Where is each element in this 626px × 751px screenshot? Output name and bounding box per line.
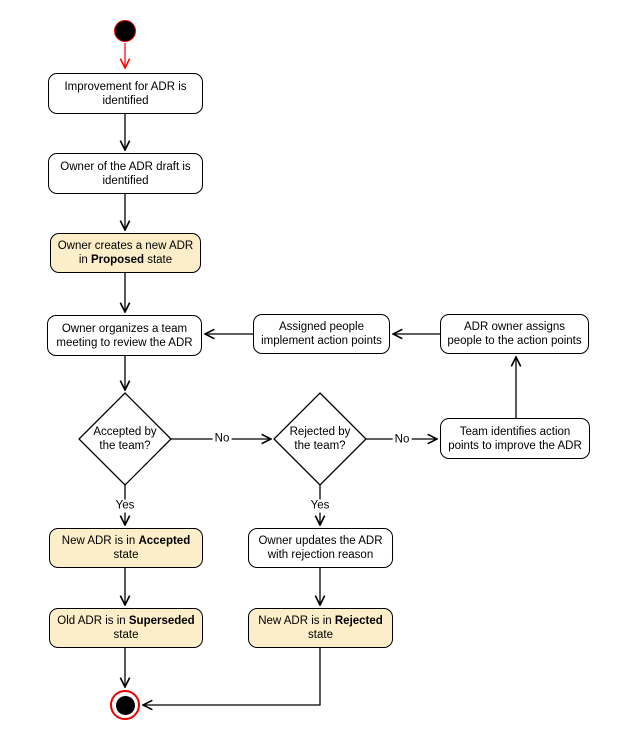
activity-owner-updates-adr: Owner updates the ADR with rejection rea… xyxy=(248,528,393,568)
edge-label-rejected-yes: Yes xyxy=(308,499,332,513)
state-adr-accepted: New ADR is in Accepted state xyxy=(49,528,203,568)
state-adr-superseded: Old ADR is in Superseded state xyxy=(49,608,203,648)
final-node-core xyxy=(115,695,135,715)
state-adr-accepted-label: New ADR is in Accepted state xyxy=(61,535,191,561)
activity-owner-assigns-people: ADR owner assigns people to the action p… xyxy=(440,314,589,354)
activity-improvement-identified: Improvement for ADR is identified xyxy=(48,73,203,114)
state-adr-superseded-label: Old ADR is in Superseded state xyxy=(57,615,195,641)
activity-team-identifies-actions: Team identifies action points to improve… xyxy=(440,418,590,459)
activity-team-identifies-label: Team identifies action points to improve… xyxy=(448,425,582,452)
edge-label-accepted-yes: Yes xyxy=(113,499,137,513)
activity-team-meeting: Owner organizes a team meeting to review… xyxy=(47,315,202,356)
final-node xyxy=(110,690,140,720)
activity-owner-updates-label: Owner updates the ADR with rejection rea… xyxy=(258,535,383,561)
activity-team-meeting-label: Owner organizes a team meeting to review… xyxy=(56,322,193,349)
activity-assigned-people-implement: Assigned people implement action points xyxy=(253,314,390,354)
activity-owner-draft-identified: Owner of the ADR draft is identified xyxy=(48,153,203,194)
decision-rejected-diamond xyxy=(273,392,367,486)
state-adr-rejected-label: New ADR is in Rejected state xyxy=(258,615,383,641)
activity-owner-assigns-label: ADR owner assigns people to the action p… xyxy=(447,321,582,347)
edge-rejected-state-to-final xyxy=(143,648,321,705)
state-adr-proposed: Owner creates a new ADR in Proposed stat… xyxy=(50,233,201,273)
activity-improvement-label: Improvement for ADR is identified xyxy=(64,80,187,107)
edge-label-accepted-no: No xyxy=(212,432,232,446)
state-adr-rejected: New ADR is in Rejected state xyxy=(248,608,393,648)
activity-assigned-people-label: Assigned people implement action points xyxy=(261,321,382,347)
initial-node xyxy=(114,20,136,42)
edge-label-rejected-no: No xyxy=(392,433,412,447)
state-adr-proposed-label: Owner creates a new ADR in Proposed stat… xyxy=(57,240,194,266)
decision-accepted-diamond xyxy=(78,392,172,486)
activity-owner-draft-label: Owner of the ADR draft is identified xyxy=(60,160,191,187)
